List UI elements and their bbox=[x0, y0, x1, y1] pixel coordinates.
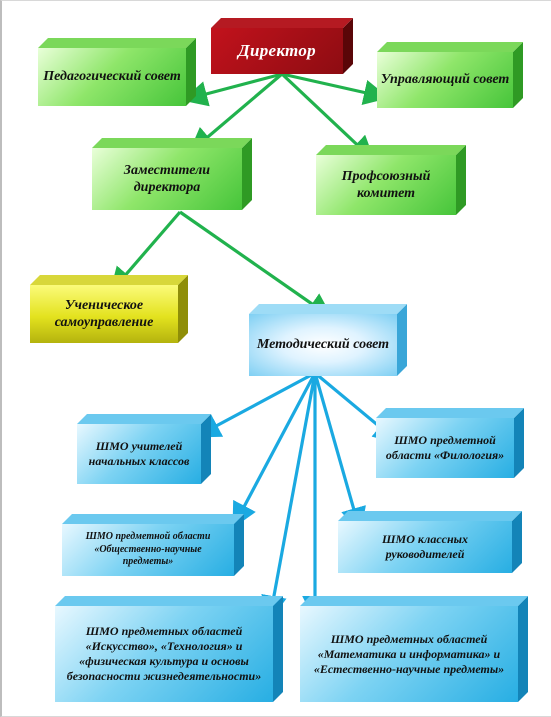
arrow-deputies-to-methodical bbox=[179, 210, 333, 319]
node-shmo-math: ШМО предметных областей «Математика и ин… bbox=[300, 606, 518, 702]
node-trade-union-committee-label: Профсоюзный комитет bbox=[341, 168, 431, 202]
node-shmo-social-label: ШМО предметной области «Общественно-науч… bbox=[85, 531, 211, 568]
node-student-self-government: Ученическое самоуправление bbox=[30, 285, 178, 343]
node-shmo-arts-label: ШМО предметных областей «Искусство», «Те… bbox=[66, 624, 262, 683]
arrow-director-to-pedagogical bbox=[181, 72, 283, 107]
node-shmo-class-teachers: ШМО классных руководителей bbox=[338, 521, 512, 573]
arrow-methodical-to-class-teachers bbox=[313, 372, 366, 534]
node-shmo-primary-label: ШМО учителей начальных классов bbox=[88, 439, 190, 468]
node-shmo-primary: ШМО учителей начальных классов bbox=[77, 424, 201, 484]
node-methodical-council-label: Методический совет bbox=[256, 337, 390, 353]
arrow-director-to-trade-union bbox=[280, 72, 375, 162]
node-shmo-class-teachers-label: ШМО классных руководителей bbox=[382, 532, 468, 561]
node-shmo-arts: ШМО предметных областей «Искусство», «Те… bbox=[55, 606, 273, 702]
node-governing-council: Управляющий совет bbox=[377, 52, 513, 108]
node-shmo-philology: ШМО предметной области «Филология» bbox=[376, 418, 514, 478]
node-director-label: Директор bbox=[238, 41, 316, 61]
arrow-methodical-to-arts bbox=[261, 372, 317, 622]
arrow-director-to-deputies bbox=[188, 72, 284, 154]
node-shmo-math-label: ШМО предметных областей «Математика и ин… bbox=[313, 631, 505, 676]
node-deputy-directors: Заместители директора bbox=[92, 148, 242, 210]
node-governing-council-label: Управляющий совет bbox=[380, 72, 510, 88]
arrow-director-to-governing bbox=[281, 72, 390, 105]
node-pedagogical-council: Педагогический совет bbox=[38, 48, 186, 106]
node-student-self-government-label: Ученическое самоуправление bbox=[54, 297, 154, 331]
node-shmo-social: ШМО предметной области «Общественно-науч… bbox=[62, 524, 234, 576]
node-trade-union-committee: Профсоюзный комитет bbox=[316, 155, 456, 215]
arrow-methodical-to-social bbox=[232, 372, 317, 529]
node-deputy-directors-label: Заместители директора bbox=[123, 162, 211, 196]
node-director: Директор bbox=[211, 28, 343, 74]
node-shmo-philology-label: ШМО предметной области «Филология» bbox=[385, 433, 505, 462]
node-methodical-council: Методический совет bbox=[249, 314, 397, 376]
arrow-methodical-to-primary bbox=[194, 371, 316, 438]
arrow-deputies-to-student bbox=[109, 210, 182, 294]
node-pedagogical-council-label: Педагогический совет bbox=[43, 69, 181, 85]
